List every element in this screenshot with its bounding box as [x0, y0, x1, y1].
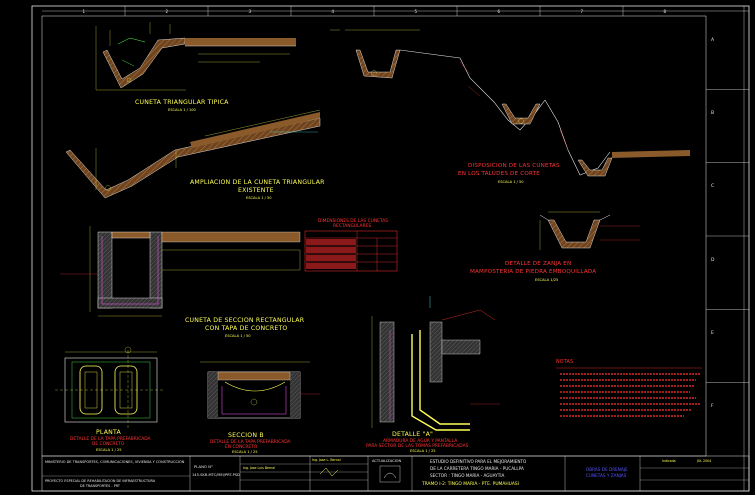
border-grid [124, 6, 749, 383]
detalle-a-sub-1: ARMADURA DE AGUA Y PANTALLA [383, 439, 458, 444]
zanja-scale: ESCALA 1/25 [535, 278, 559, 282]
tb-drawing-title-1: OBRAS DE DRENAJE [586, 467, 628, 472]
zanja-drawing[interactable] [539, 211, 640, 250]
zanja-title-1: DETALLE DE ZANJA EN [505, 261, 572, 267]
border-row-label: F [711, 404, 714, 410]
border-row-label: C [711, 184, 715, 190]
tb-desc-1: ESTUDIO DEFINITIVO PARA EL MEJORAMIENTO [430, 459, 527, 464]
cuneta-rectangular-drawing[interactable] [60, 226, 301, 317]
tabla-title-1: DIMENSIONES DE LAS CUNETAS [318, 219, 389, 224]
seccion-scale: ESCALA 1 / 25 [232, 450, 258, 454]
tb-responsable: Ing. Jose Luis Bernal [243, 466, 276, 470]
cuneta-rectangular-scale: ESCALA 1 / 50 [225, 334, 251, 338]
detalle-a-title: DETALLE "A" [392, 431, 434, 438]
seccion-sub-1: DETALLE DE LA TAPA PREFABRICADA [210, 440, 291, 445]
planta-sub-1: DETALLE DE LA TAPA PREFABRICADA [70, 437, 151, 442]
disposicion-cunetas-drawing[interactable] [330, 29, 690, 177]
tb-desc-3: SECTOR : TINGO MARIA - AGUAYTIA [430, 473, 505, 478]
tb-sheet-label: PLANO N° [194, 464, 213, 469]
border-row-label: D [711, 257, 715, 263]
detalle-a-drawing[interactable] [371, 296, 500, 431]
seccion-drawing[interactable] [200, 361, 320, 419]
cuneta-triangular-title: CUNETA TRIANGULAR TIPICA [135, 99, 229, 106]
planta-drawing[interactable] [55, 346, 165, 430]
border-col-label: 6 [497, 9, 501, 14]
border-col-label: 8 [663, 9, 667, 14]
tb-ministry-1: MINISTERIO DE TRANSPORTES, COMUNICACIONE… [45, 460, 185, 464]
border-row-label: A [711, 37, 715, 43]
tabla-title-2: RECTANGULARES [333, 224, 372, 229]
zanja-title-2: MAMPOSTERIA DE PIEDRA EMBOQUILLADA [470, 269, 597, 275]
cuneta-rectangular-title-1: CUNETA DE SECCION RECTANGULAR [185, 317, 305, 324]
ampliacion-title-2: EXISTENTE [238, 187, 274, 194]
cuneta-triangular-drawing[interactable] [95, 22, 296, 91]
disposicion-title-1: DISPOSICION DE LAS CUNETAS [468, 163, 560, 169]
planta-scale: ESCALA 1 / 25 [96, 448, 122, 452]
seccion-sub-2: EN CONCRETO [225, 445, 258, 450]
tb-date: JUL 2004 [697, 459, 712, 463]
tb-desc-2: DE LA CARRETERA TINGO MARIA - PUCALLPA [430, 466, 524, 471]
seccion-title: SECCION B [228, 432, 264, 439]
planta-title: PLANTA [96, 429, 121, 436]
planta-sub-2: DE CONCRETO [92, 442, 125, 447]
tb-sheet-number: 145-SKB-MTC/MEI/PRT-PSD [192, 473, 240, 477]
tb-dwg-label: Indicada [662, 459, 676, 463]
disposicion-scale: ESCALA 1 / 50 [498, 180, 524, 184]
notas-title: NOTAS [556, 360, 574, 365]
cuneta-triangular-scale: ESCALA 1 / 100 [168, 108, 196, 112]
tb-ministry-2: PROYECTO ESPECIAL DE REHABILITACION DE I… [45, 479, 156, 483]
border-col-label: 1 [82, 9, 86, 14]
border-row-label: E [711, 331, 714, 336]
ampliacion-scale: ESCALA 1 / 50 [246, 196, 272, 200]
ampliacion-title-1: AMPLIACION DE LA CUNETA TRIANGULAR [190, 179, 325, 186]
tb-firm: ACTUALIZACION [372, 459, 402, 463]
border-col-label: 4 [331, 9, 335, 14]
tabla-dimensiones[interactable] [304, 230, 398, 272]
tb-revisado: Ing. Jose L. Bernal [312, 458, 341, 462]
title-block [41, 455, 750, 492]
detalle-a-scale: ESCALA 1 / 25 [410, 449, 436, 453]
border-col-label: 3 [248, 9, 252, 14]
border-col-label: 5 [414, 9, 418, 14]
tb-desc-4: TRAMO I-2: TINGO MARIA - PTE. PUMAHUASI [422, 482, 519, 487]
border-col-label: 7 [580, 9, 584, 14]
tb-ministry-3: DE TRANSPORTES - PRT [80, 484, 120, 488]
disposicion-title-2: EN LOS TALUDES DE CORTE [458, 171, 541, 177]
ampliacion-cuneta-drawing[interactable] [65, 109, 321, 199]
detalle-a-sub-2: PARA SECTOR DE LAS TOMAS PREFABRICADAS [366, 444, 469, 449]
notas-box [556, 367, 702, 417]
tb-drawing-title-2: CUNETAS Y ZANJAS [586, 473, 627, 478]
border-row-label: B [711, 111, 715, 116]
border-col-label: 2 [165, 9, 169, 14]
cuneta-rectangular-title-2: CON TAPA DE CONCRETO [205, 325, 288, 332]
